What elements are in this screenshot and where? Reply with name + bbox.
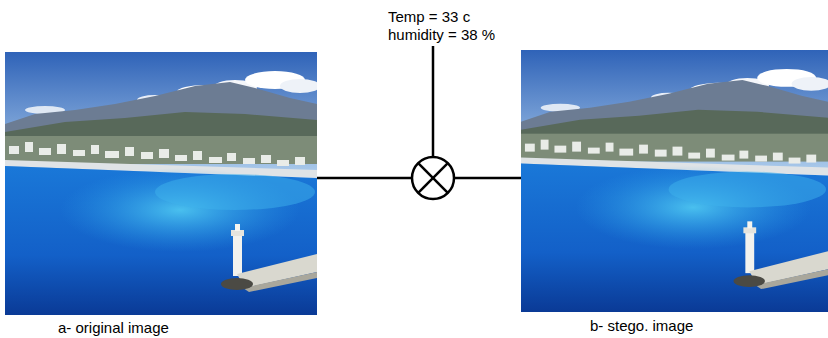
original-photo (5, 52, 320, 315)
mixer-circle (412, 157, 454, 199)
mixer-cross (418, 163, 448, 193)
original-image: a- original image (5, 52, 317, 315)
image-caption: a- original image (58, 319, 169, 337)
stego-image: b- stego. image (521, 50, 828, 312)
stego-photo (521, 50, 828, 312)
mixer-cross (418, 163, 448, 193)
data-input-line (432, 46, 435, 157)
humidity-value: humidity = 38 % (388, 26, 495, 43)
temperature-value: Temp = 33 c (388, 8, 470, 25)
image-caption: b- stego. image (590, 317, 693, 335)
